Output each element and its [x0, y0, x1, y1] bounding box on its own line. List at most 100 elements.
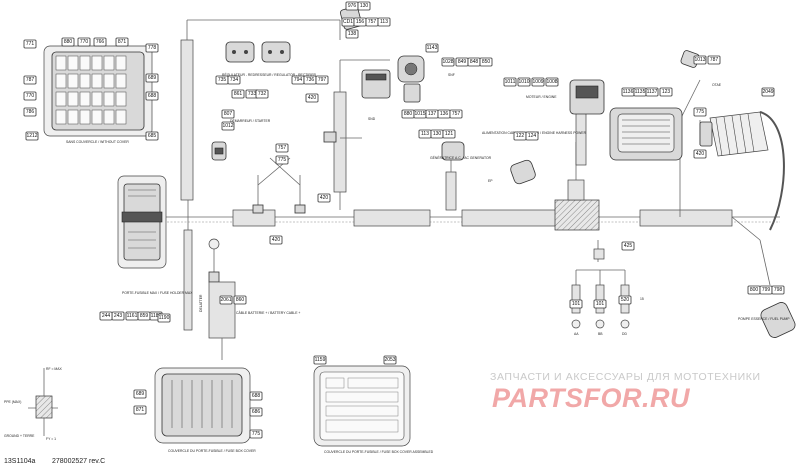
tag-bb: BB — [598, 332, 603, 336]
callout-number: 735 — [218, 77, 227, 83]
callout-number: 1011 — [505, 79, 516, 85]
callout-c123: 123 — [659, 87, 673, 97]
tag-dd: DD — [622, 332, 627, 336]
callout-number: 1135 — [635, 89, 646, 95]
tag-ep: EP — [488, 179, 493, 183]
callout-number: CD1 — [343, 19, 353, 25]
callout-number: 130 — [433, 131, 442, 137]
callout-c1013: 1013 — [693, 55, 707, 65]
callout-c771: 771 — [23, 39, 37, 49]
callout-c156: 156 — [353, 17, 367, 27]
callout-number: 101 — [572, 301, 581, 307]
callout-number: 2061 — [220, 297, 231, 303]
callout-c1028: 1028 — [441, 57, 455, 67]
label-side-3: PPE (MAX) — [4, 400, 21, 404]
callout-c001: CD1 — [341, 17, 355, 27]
callout-c244: 244 — [99, 311, 113, 321]
label-porte-fusible: PORTE-FUSIBLE MAX / FUSE HOLDER MAX — [122, 291, 193, 295]
callout-c1212: 1212 — [25, 131, 39, 141]
callout-number: 2049 — [762, 89, 773, 95]
label-regulateur: RÉGULATEUR - REDRESSEUR / REGULATOR - RE… — [222, 72, 317, 77]
callout-number: 420 — [696, 151, 705, 157]
callout-number: 850 — [482, 59, 491, 65]
label-moteur: MOTEUR / ENGINE — [526, 95, 557, 99]
callout-c800: 800 — [747, 285, 761, 295]
engine-harness-connectors — [361, 55, 425, 103]
callout-number: 101 — [596, 301, 605, 307]
callout-number: 1212 — [26, 133, 37, 139]
callout-number: 1190 — [159, 315, 170, 321]
callout-number: 1012 — [222, 123, 233, 129]
watermark-text: ЗАПЧАСТИ И АКСЕССУАРЫ ДЛЯ МОТОТЕХНИКИ — [490, 371, 761, 383]
callout-number: 425 — [624, 243, 633, 249]
watermark-logo: PARTSFOR.RU — [492, 383, 691, 413]
callout-number: 1137 — [647, 89, 658, 95]
callout-number: 798 — [774, 287, 783, 293]
callout-number: 860 — [236, 297, 245, 303]
callout-c736: 736 — [303, 75, 317, 85]
callout-c1135: 1135 — [633, 87, 647, 97]
callout-number: 880 — [404, 111, 413, 117]
callout-number: 244 — [102, 313, 111, 319]
callout-c1012: 1012 — [221, 121, 235, 131]
drawing-code: 13S1104a — [4, 458, 36, 465]
callout-c420b: 420 — [305, 93, 319, 103]
callout-number: 1136 — [623, 89, 634, 95]
callout-number: 757 — [278, 145, 287, 151]
callout-c770b: 770 — [23, 91, 37, 101]
callout-number: 861 — [234, 91, 243, 97]
callout-number: 976 — [348, 3, 357, 9]
callout-number: 799 — [762, 287, 771, 293]
callout-c1136: 1136 — [621, 87, 635, 97]
callout-number: 420 — [320, 195, 329, 201]
callout-number: 137 — [428, 111, 437, 117]
callout-number: 130 — [360, 3, 369, 9]
ac-generator-part: GÉNÉRATRICE A.C. / AC GENERATOR — [430, 141, 492, 161]
fuel-pump-part: POMPE ESSENCE / FUEL PUMP — [738, 302, 796, 338]
label-pompe: POMPE ESSENCE / FUEL PUMP — [738, 317, 790, 321]
callout-number: 121 — [445, 131, 454, 137]
part-number: 278002527 rev.C — [52, 458, 106, 465]
callout-number: 732 — [258, 91, 267, 97]
callout-c807: 807 — [221, 109, 235, 119]
label-side-1: RF = MAX — [46, 367, 62, 371]
callout-c1161: 1161 — [125, 311, 139, 321]
callout-c243: 243 — [111, 311, 125, 321]
callout-c797: 797 — [315, 75, 329, 85]
main-harness — [120, 19, 780, 331]
callout-number: 775 — [696, 109, 705, 115]
callout-number: 1008 — [546, 79, 557, 85]
callout-number: 757 — [452, 111, 461, 117]
callout-c871b: 871 — [133, 405, 147, 415]
callout-c880: 880 — [61, 37, 75, 47]
callout-c1011: 1011 — [503, 77, 517, 87]
label-side-2: FY = 1 — [46, 437, 56, 441]
tag-labels: SNF SND EP AA BB DD 15 OTAE — [368, 73, 722, 336]
callout-number: 775 — [252, 431, 261, 437]
callout-number: 1009 — [532, 79, 543, 85]
callout-c688b: 688 — [249, 391, 263, 401]
callout-c787b: 787 — [707, 55, 721, 65]
tag-aa: AA — [574, 332, 579, 336]
callout-number: 766 — [96, 39, 105, 45]
callout-number: 243 — [114, 313, 123, 319]
callout-number: 848 — [470, 59, 479, 65]
callout-c849: 849 — [455, 57, 469, 67]
callout-c420c: 420 — [317, 193, 331, 203]
callout-number: 1161 — [127, 313, 138, 319]
callout-c778: 778 — [145, 43, 159, 53]
callout-number: 778 — [148, 45, 157, 51]
callout-c732: 732 — [255, 89, 269, 99]
callout-number: 880 — [64, 39, 73, 45]
callout-c138: 138 — [345, 29, 359, 39]
callout-c124: 124 — [525, 131, 539, 141]
fuse-box-without-cover: SANS COUVERCLE / WITHOUT COVER — [43, 45, 153, 144]
callout-number: 420 — [272, 237, 281, 243]
callout-c113: 113 — [377, 17, 391, 27]
callout-c101b: 101 — [593, 299, 607, 309]
callout-number: 1015 — [414, 111, 425, 117]
callout-c757c: 757 — [275, 143, 289, 153]
callout-number: 420 — [308, 95, 317, 101]
